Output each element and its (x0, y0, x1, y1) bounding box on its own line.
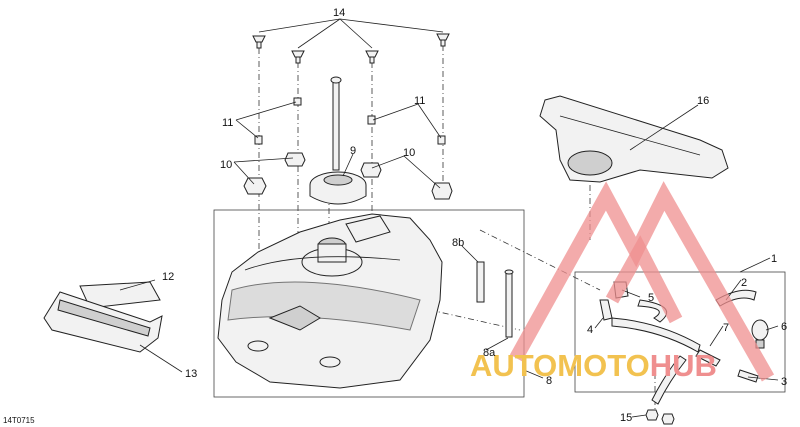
fuel-cap (309, 76, 367, 205)
callout-3: 3 (781, 376, 787, 388)
hose-group-box (574, 271, 786, 393)
callout-6: 6 (781, 321, 787, 333)
callout-8a: 8a (483, 347, 496, 359)
callout-labels: 14 11 11 10 10 9 16 12 13 8b 8a 8 1 2 5 … (3, 7, 787, 425)
callout-10-left: 10 (220, 159, 232, 171)
callout-15: 15 (620, 412, 632, 424)
protector-pad (43, 281, 163, 353)
leader-lines (119, 18, 779, 418)
callout-8: 8 (546, 375, 552, 387)
heat-shield (539, 95, 729, 183)
watermark-logo: AUTOMOTOHUB (470, 181, 775, 383)
callout-1: 1 (771, 253, 777, 265)
callout-10-right: 10 (403, 147, 415, 159)
callout-13: 13 (185, 368, 197, 380)
callout-14: 14 (333, 7, 345, 19)
tank-group-box (213, 209, 525, 398)
callout-8b: 8b (452, 237, 464, 249)
callout-2: 2 (741, 277, 747, 289)
diagram-id: 14T0715 (3, 416, 35, 425)
callout-12: 12 (162, 271, 174, 283)
callout-16: 16 (697, 95, 709, 107)
callout-4: 4 (587, 324, 593, 336)
callout-7: 7 (723, 322, 729, 334)
bolts-and-nuts (243, 97, 453, 200)
callout-11-right: 11 (414, 95, 425, 107)
hose-assembly (599, 281, 769, 405)
callout-9: 9 (350, 145, 356, 157)
sending-unit-rods (476, 261, 514, 338)
callout-11-left: 11 (222, 117, 233, 129)
callout-5: 5 (648, 292, 654, 304)
screws (252, 33, 450, 64)
watermark-text: AUTOMOTOHUB (470, 348, 717, 383)
nuts-15 (645, 409, 675, 425)
fuel-tank (217, 213, 443, 389)
